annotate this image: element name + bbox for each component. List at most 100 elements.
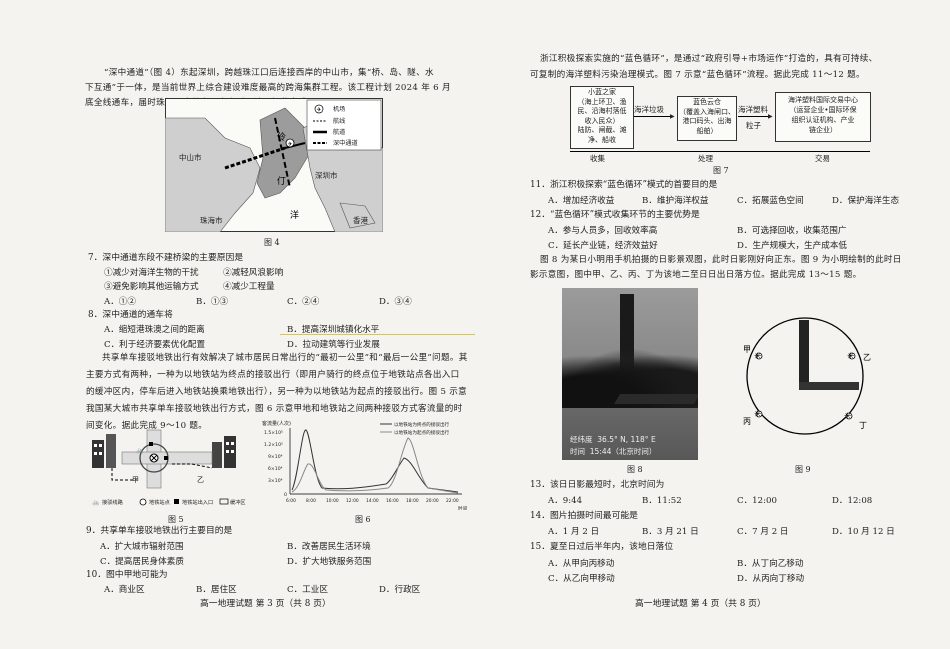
q7-option-c: C．②④ — [287, 297, 320, 307]
legend-airport: 机场 — [333, 105, 345, 113]
photo-stamp-2: 时间 15:44（北京时间） — [570, 446, 656, 457]
fig6-xtick-6: 16:00 — [386, 498, 399, 504]
fig6-legend-end: 以地铁站为终点的接驳出行 — [394, 421, 450, 428]
svg-text:✳: ✳ — [754, 410, 762, 420]
box-trading: 海洋塑料国际交易中心 （运营企业•国际环保 组织认证机构、产业 链企业） — [775, 92, 871, 142]
fig6-ytick-5: 3×10⁴ — [268, 478, 283, 484]
q9-stem: 9．共享单车接驳地铁出行主要目的是 — [86, 526, 233, 536]
fig6-ylabel: 客流量(人次) — [262, 420, 291, 427]
figure-6-caption: 图 6 — [355, 515, 371, 524]
arrow1-head-icon: ▶ — [670, 113, 675, 120]
intro-line-2: 下互通”于一体，是当前世界上综合建设难度最高的跨海集群工程。该工程计划 2024… — [85, 83, 451, 93]
sun-bing-icon: ✳ — [754, 410, 763, 420]
svg-text:🚲: 🚲 — [136, 447, 144, 454]
fig6-xtick-9: 22:00 — [446, 498, 459, 504]
stage-process: 处理 — [698, 154, 713, 163]
fig6-xtick-7: 18:00 — [406, 498, 419, 504]
sun-yi-icon: ✳ — [847, 352, 856, 362]
q14-option-b: B．3 月 21 日 — [642, 527, 699, 537]
box2-line-4: 船舶） — [696, 126, 718, 135]
r-intro-line-2: 可复制的海洋塑料污染治理模式。图 7 示意“蓝色循环”流程。据此完成 11～12… — [530, 70, 865, 80]
fig6-xtick-1: 6:00 — [286, 498, 296, 504]
q7-item-4: ④减少工程量 — [223, 282, 275, 292]
q10-option-a: A．商业区 — [104, 585, 145, 595]
fig6-xtick-2: 8:00 — [306, 498, 316, 504]
fig5-label-yi: 乙 — [197, 476, 204, 484]
figure-9-diagram: ✳ ✳ ✳ ✳ 甲 乙 丙 丁 — [737, 300, 885, 450]
fig5-legend-route: 接驳线路 — [102, 498, 124, 506]
q12-option-b: B．可选择回收，收集范围广 — [737, 226, 847, 236]
q10-option-b: B．居住区 — [196, 585, 237, 595]
figure-7-flowchart: 小蓝之家 （海上环卫、渔 民、沿海村落低 收入民众） 陆防、闸截、滩 净、船收 … — [570, 86, 871, 166]
fig6-ytick-1: 1.5×10⁵ — [264, 430, 283, 436]
label-ling: 伶 — [277, 131, 286, 143]
q14-option-c: C．7 月 2 日 — [737, 527, 789, 537]
stamp-label-2: 时间 — [570, 447, 585, 456]
fig6-series-end — [291, 429, 459, 493]
q9-option-d: D．扩大地铁服务范围 — [287, 557, 372, 567]
fig6-series-start — [291, 437, 459, 494]
q13-option-c: C．12:00 — [737, 496, 777, 506]
box-processing: 蓝色云仓 （覆盖入海闸口、 港口码头、出海 船舶） — [677, 96, 737, 141]
fig9-label-yi: 乙 — [863, 353, 871, 362]
stage-trade: 交易 — [815, 154, 830, 163]
q13-stem: 13．该日日影最短时，北京时间为 — [530, 480, 665, 490]
q12-stem: 12．“蓝色循环”模式收集环节的主要优势是 — [530, 210, 700, 220]
fig6-ytick-4: 6×10⁴ — [268, 466, 283, 472]
photo-stamp-1: 经纬度 36.5° N, 118° E — [570, 434, 656, 445]
box2-line-2: （覆盖入海闸口、 — [679, 107, 735, 116]
q11-option-d: D．保护海洋生态 — [832, 196, 900, 206]
box3-line-2: （运营企业•国际环保 — [789, 106, 857, 114]
box3-line-1: 海洋塑料国际交易中心 — [788, 96, 858, 104]
q9-option-a: A．扩大城市辐射范围 — [100, 542, 184, 552]
box1-line-4: 收入民众） — [584, 116, 620, 125]
box1-line-3: 民、沿海村落低 — [577, 107, 627, 116]
r-intro-line-1: 浙江积极探索实施的“蓝色循环”，是通过“政府引导+市场运作”打造的，具有可持续、 — [540, 54, 878, 64]
fig9-label-jia: 甲 — [743, 345, 751, 354]
figure-6-chart: 客流量(人次) 1.5×10⁵ 1.2×10⁵ 9×10⁴ 6×10⁴ 3×10… — [262, 418, 468, 512]
figure-8-photo: 经纬度 36.5° N, 118° E 时间 15:44（北京时间） — [562, 288, 698, 460]
q7-item-3: ③避免影响其他运输方式 — [104, 282, 199, 292]
q8-option-d: D．拉动建筑等行业发展 — [287, 340, 380, 350]
figure-5-caption: 图 5 — [168, 515, 184, 524]
fig6-xtick-8: 20:00 — [426, 498, 439, 504]
fig6-legend-start: 以地铁站为起点的接驳出行 — [394, 429, 450, 436]
fig5-legend-station: 地铁站点 — [149, 498, 170, 506]
arrow2-line — [738, 116, 770, 117]
box2-line-1: 蓝色云仓 — [693, 98, 721, 106]
figure-4-map: ✈ ✈ 机场 航线 航道 深中通道 中山市 深圳市 珠海市 香港 伶 仃 洋 — [164, 98, 384, 233]
figure-8-caption: 图 8 — [627, 465, 643, 474]
stamp-value-1: 36.5° N, 118° E — [597, 435, 656, 444]
airport-icon: ✈ — [285, 138, 295, 148]
left-page: “深中通道”（图 4）东起深圳，跨越珠江口后连接西岸的中山市，集“桥、岛、隧、水… — [85, 68, 475, 609]
fig6-xtick-5: 14:00 — [366, 498, 379, 504]
r-intro2-line-1: 图 8 为某日小明用手机拍摄的日影景观图，此时日影刚好向正东。图 9 为小明绘制… — [540, 255, 902, 265]
fig6-ytick-3: 9×10⁴ — [268, 454, 283, 460]
label-hongkong: 香港 — [353, 215, 368, 225]
legend-channel: 航道 — [333, 128, 345, 136]
label-zhongshan: 中山市 — [179, 152, 202, 162]
stage-collect: 收集 — [590, 154, 605, 163]
box1-line-6: 净、船收 — [588, 135, 616, 144]
q7-stem: 7．深中通道东段不建桥梁的主要原因是 — [88, 253, 244, 263]
box3-line-3: 组织认证机构、产业 — [791, 116, 855, 124]
legend-tunnel: 深中通道 — [333, 139, 358, 147]
q12-option-c: C．延长产业链，经济效益好 — [548, 241, 658, 251]
q11-stem: 11．浙江积极探索“蓝色循环”模式的首要目的是 — [530, 180, 718, 190]
svg-text:✈: ✈ — [317, 107, 322, 114]
label-zhuhai: 珠海市 — [200, 215, 223, 225]
q12-option-a: A．参与人员多，回收效率高 — [548, 226, 658, 236]
r-intro2-line-2: 影示意图，图中甲、乙、丙、丁为该地二至日日出日落方位。据此完成 13～15 题。 — [530, 270, 862, 280]
q12-option-d: D．生产规模大，生产成本低 — [737, 241, 848, 251]
q8-option-c: C．利于经济要素优化配置 — [104, 340, 206, 350]
q14-option-a: A．1 月 2 日 — [548, 527, 600, 537]
stamp-value-2: 15:44（北京时间） — [589, 447, 657, 456]
label-yang: 洋 — [290, 209, 299, 221]
svg-text:✳: ✳ — [844, 412, 852, 422]
q15-option-c: C．从乙向甲移动 — [548, 574, 615, 584]
fig6-xtick-3: 10:00 — [326, 498, 339, 504]
box1-line-5: 陆防、闸截、滩 — [577, 126, 627, 135]
right-page: 浙江积极探索实施的“蓝色循环”，是通过“政府引导+市场运作”打造的，具有可持续、… — [475, 0, 950, 649]
fig6-ytick-2: 1.2×10⁵ — [264, 442, 283, 448]
left-footer: 高一地理试题 第 3 页（共 8 页） — [200, 599, 331, 609]
